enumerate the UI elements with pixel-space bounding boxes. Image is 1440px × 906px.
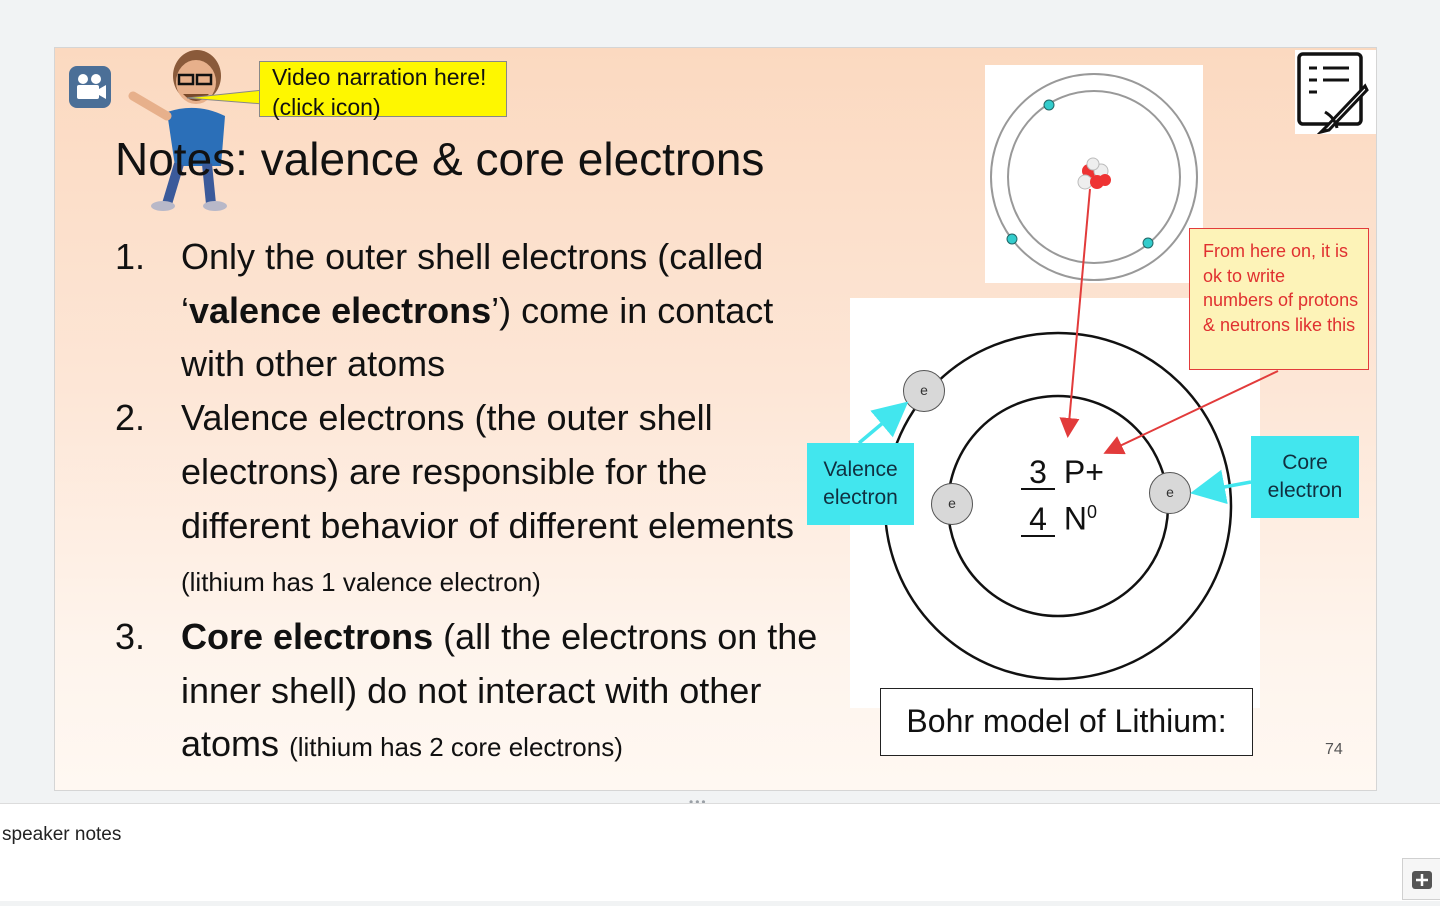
neutron-unit: N <box>1063 500 1087 537</box>
item-note: (lithium has 2 core electrons) <box>289 732 623 763</box>
add-note-icon[interactable] <box>1402 858 1440 900</box>
item-number: 2. <box>115 397 146 439</box>
list-item: 3. Core electrons (all the electrons on … <box>115 610 835 775</box>
video-narration-callout[interactable]: Video narration here! (click icon) <box>259 61 507 120</box>
slide-canvas: Video narration here! (click icon) Notes… <box>54 47 1377 791</box>
item-text: Valence electrons (the outer shell elect… <box>181 397 795 546</box>
neutron-charge: 0 <box>1087 502 1098 522</box>
proton-unit: P+ <box>1063 454 1104 490</box>
item-text: ’) come in contact with other atoms <box>181 289 774 385</box>
bitmoji-avatar <box>117 48 227 214</box>
camera-icon[interactable] <box>69 66 111 108</box>
bohr-model-label: Bohr model of Lithium: <box>880 688 1253 756</box>
core-electron: e <box>931 483 973 525</box>
core-electron: e <box>1149 472 1191 514</box>
list-item: 2. Valence electrons (the outer shell el… <box>115 391 835 610</box>
item-bold-text: Core electrons <box>181 615 434 657</box>
notes-list: 1. Only the outer shell electrons (calle… <box>115 230 835 775</box>
item-text: Only the outer shell electrons (called ‘ <box>181 236 764 331</box>
core-electron-label: Core electron <box>1251 436 1359 518</box>
item-bold-text: valence electrons <box>189 289 492 331</box>
speaker-notes-panel[interactable]: speaker notes <box>0 803 1440 901</box>
item-number: 1. <box>115 236 146 277</box>
list-item: 1. Only the outer shell electrons (calle… <box>115 230 835 391</box>
speaker-notes-text[interactable]: speaker notes <box>2 824 122 845</box>
slide-page-number: 74 <box>1325 741 1343 758</box>
item-text: (all the electrons on the inner shell) d… <box>181 615 818 765</box>
item-note: (lithium has 1 valence electron) <box>181 567 541 598</box>
atom-image <box>985 65 1203 283</box>
nucleus-label: 3 P+ 4 N0 <box>1021 452 1111 539</box>
neutron-count: 4 <box>1021 503 1055 537</box>
arrows-overlay <box>857 188 1279 505</box>
proton-count: 3 <box>1021 456 1055 490</box>
notes-writing-icon <box>1295 50 1376 135</box>
slide-title: Notes: valence & core electrons <box>115 133 765 185</box>
valence-electron: e <box>903 370 945 412</box>
red-note-box: From here on, it is ok to write numbers … <box>1189 228 1369 370</box>
valence-electron-label: Valence electron <box>807 443 914 525</box>
item-number: 3. <box>115 615 146 657</box>
